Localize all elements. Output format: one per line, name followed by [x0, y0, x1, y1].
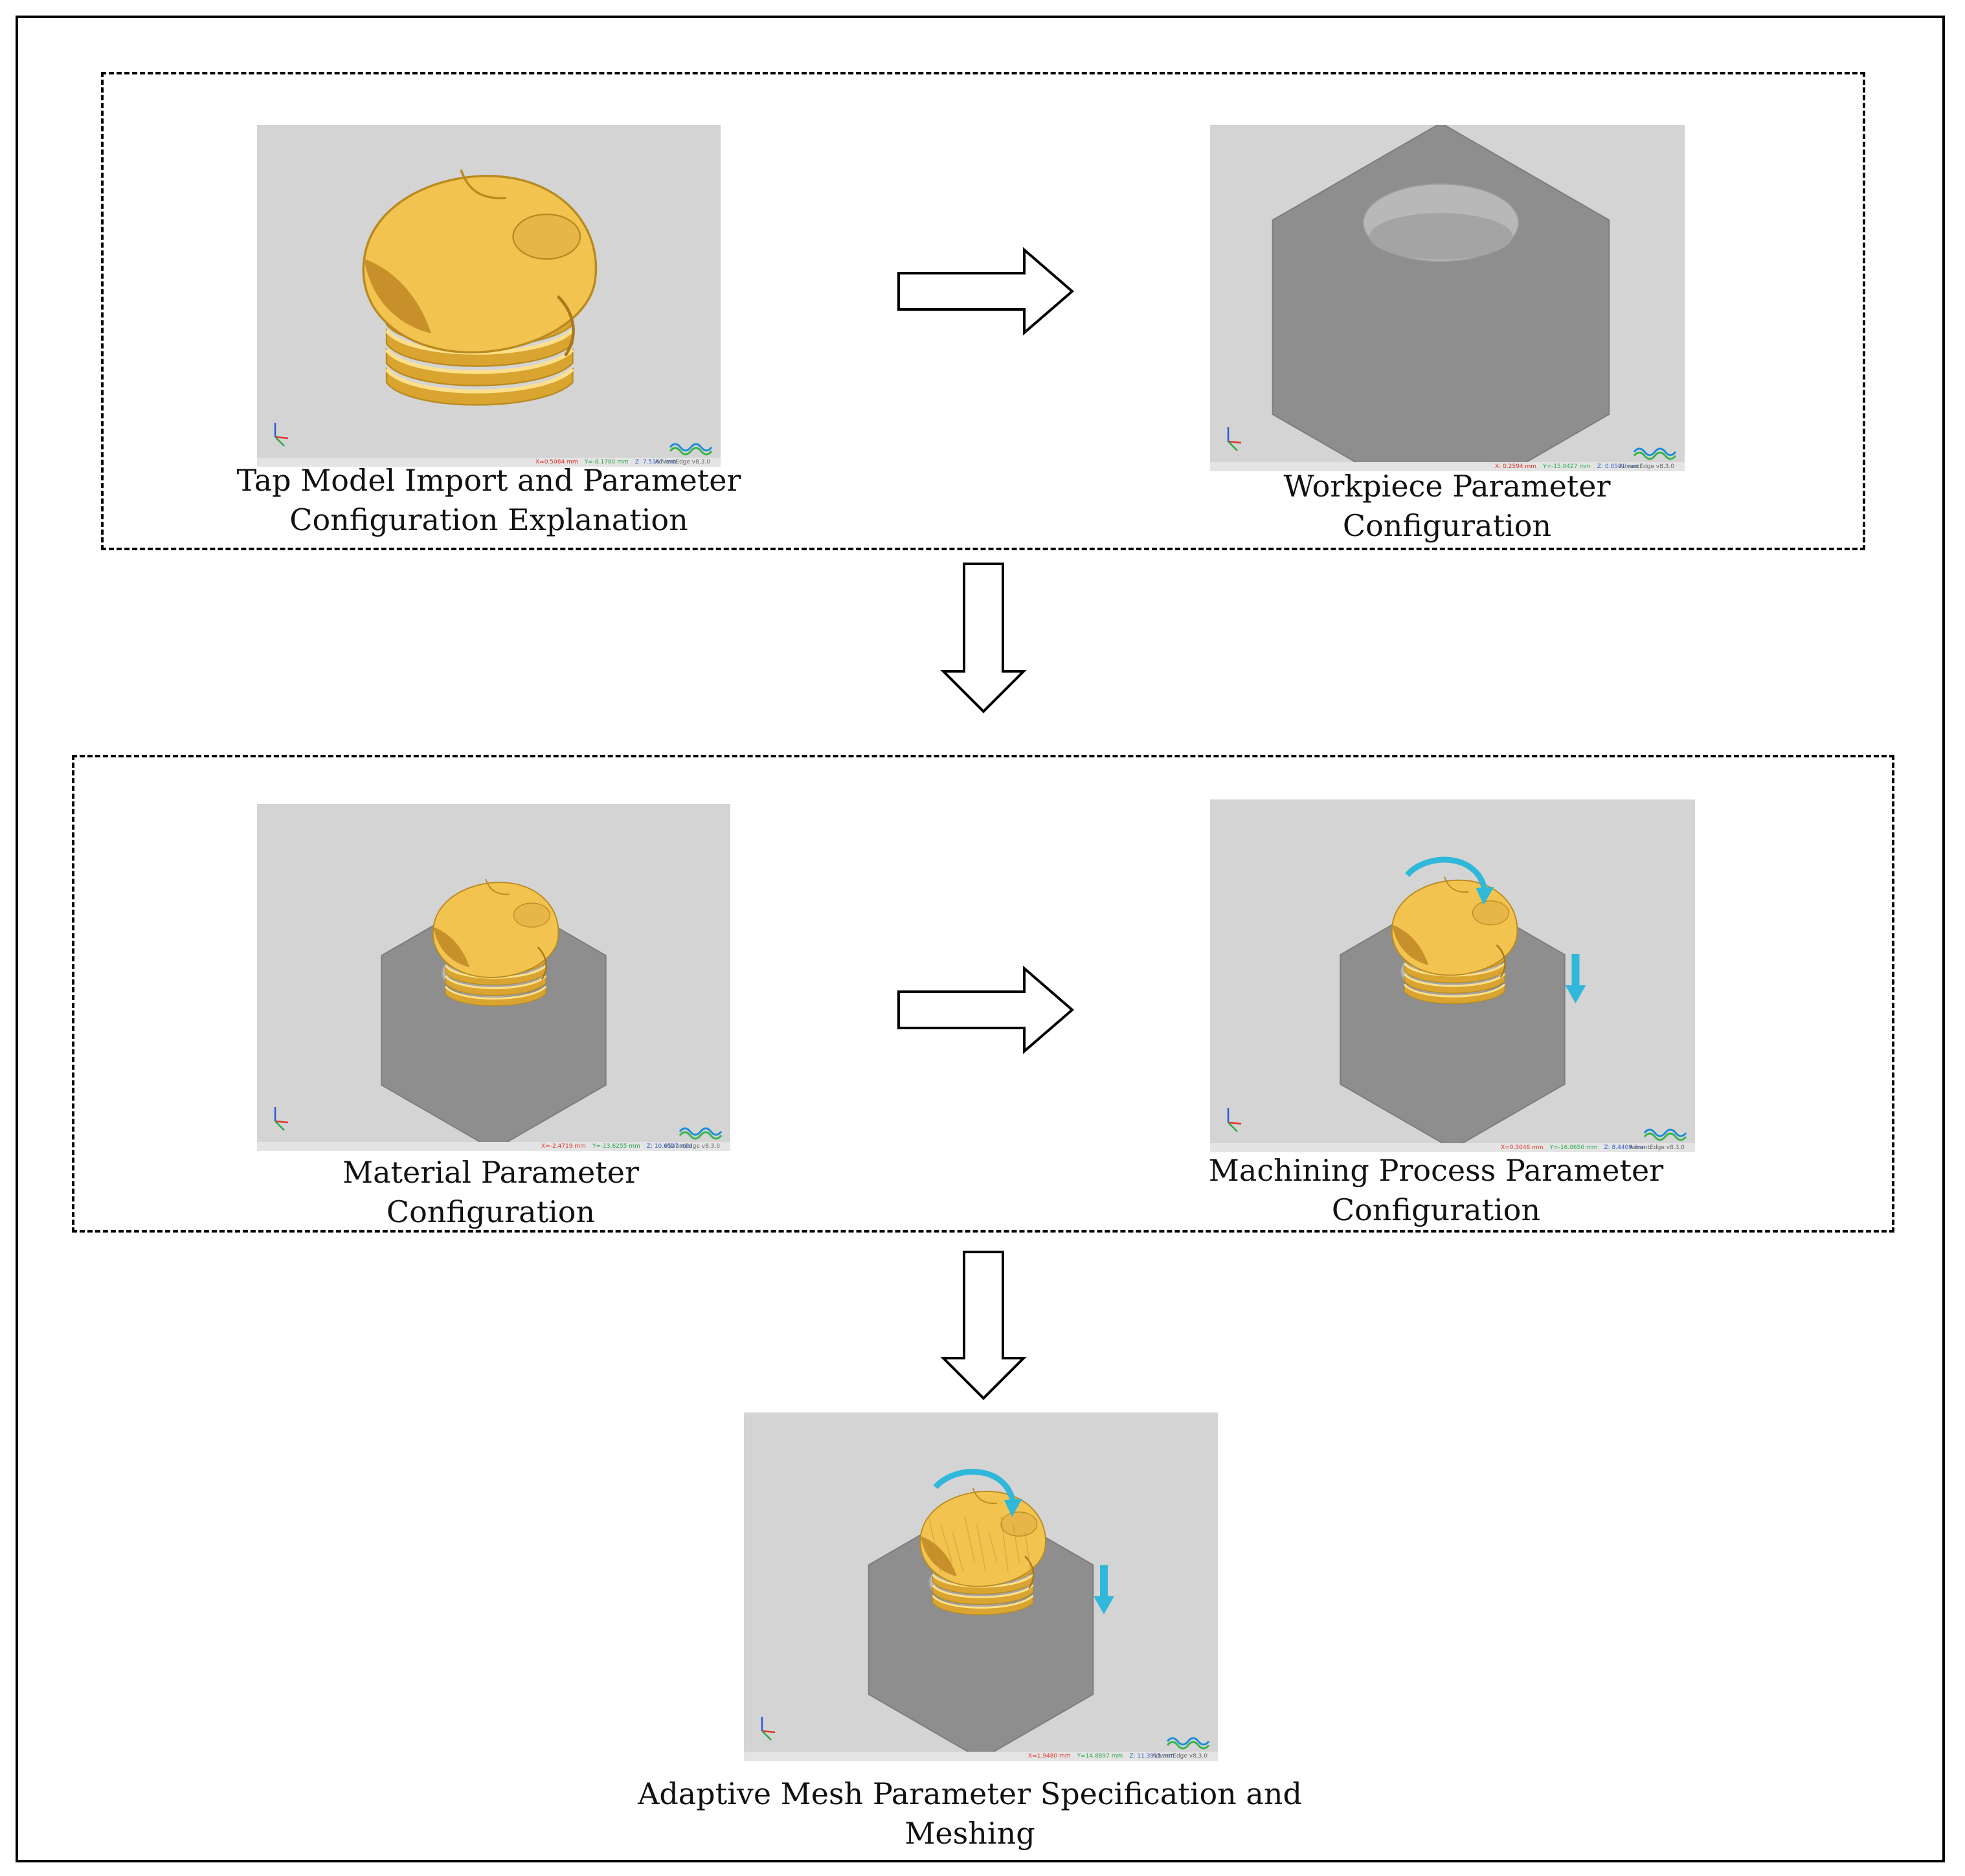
caption-meshing: Adaptive Mesh Parameter Specification an…	[638, 1776, 1302, 1851]
flow-arrow-right-top	[897, 247, 1075, 336]
app-version: AdvantEdge v8.3.0	[655, 459, 710, 465]
tap-model	[362, 169, 598, 406]
y-coordinate: Y=-8.1780 mm	[584, 459, 629, 465]
tap-model	[919, 1488, 1046, 1616]
feed-arrow-icon	[1094, 1565, 1114, 1614]
y-coordinate: Y=14.8897 mm	[1077, 1753, 1123, 1759]
advantedge-logo-icon	[669, 443, 713, 456]
x-coordinate: X=0.5084 mm	[535, 459, 578, 465]
advantedge-logo-icon	[1643, 1128, 1687, 1141]
rotation-arrow-icon	[933, 1469, 1022, 1517]
group-box-middle	[72, 755, 1894, 1233]
x-coordinate: X=0.3046 mm	[1501, 1145, 1544, 1151]
figure-border	[16, 16, 1945, 1862]
group-box-top	[101, 72, 1865, 550]
rotation-arrow-icon	[1405, 856, 1494, 905]
advantedge-logo-icon	[679, 1127, 723, 1140]
flow-arrow-right-middle	[897, 965, 1075, 1055]
x-coordinate: X: 0.2594 mm	[1495, 463, 1536, 470]
feed-arrow-icon	[1565, 954, 1586, 1003]
z-coordinate: Z: 11.3911 mm	[1129, 1753, 1174, 1759]
app-version: AdvantEdge v8.3.0	[1619, 463, 1674, 470]
coordinate-axes-icon	[274, 1107, 289, 1131]
workpiece-model	[1272, 125, 1610, 462]
coordinate-axes-icon	[1227, 1108, 1242, 1132]
y-coordinate: Y=-15.0427 mm	[1542, 463, 1591, 470]
x-coordinate: X=1.9480 mm	[1028, 1753, 1071, 1759]
y-coordinate: Y=-16.0650 mm	[1549, 1145, 1598, 1151]
flow-arrow-down-1	[940, 563, 1027, 713]
x-coordinate: X=-2.4719 mm	[541, 1143, 586, 1150]
y-coordinate: Y=-13.6255 mm	[592, 1143, 640, 1150]
coordinate-axes-icon	[1227, 427, 1242, 451]
app-version: AdvantEdge v8.3.0	[1152, 1753, 1207, 1759]
app-version: AdvantEdge v8.3.0	[664, 1143, 720, 1150]
coordinate-axes-icon	[274, 423, 289, 447]
tap-model	[432, 878, 559, 1007]
z-coordinate: Z: 8.4409 mm	[1604, 1145, 1646, 1151]
advantedge-logo-icon	[1166, 1737, 1210, 1750]
flow-arrow-down-2	[940, 1251, 1027, 1400]
z-coordinate: Z: 0.0501 mm	[1597, 463, 1639, 470]
tap-model	[1391, 877, 1518, 1004]
z-coordinate: Z: 7.5367 mm	[634, 459, 677, 465]
app-version: AdvantEdge v8.3.0	[1629, 1145, 1685, 1151]
coordinate-axes-icon	[761, 1717, 776, 1741]
z-coordinate: Z: 10.6527 mm	[646, 1143, 692, 1150]
advantedge-logo-icon	[1633, 447, 1677, 460]
